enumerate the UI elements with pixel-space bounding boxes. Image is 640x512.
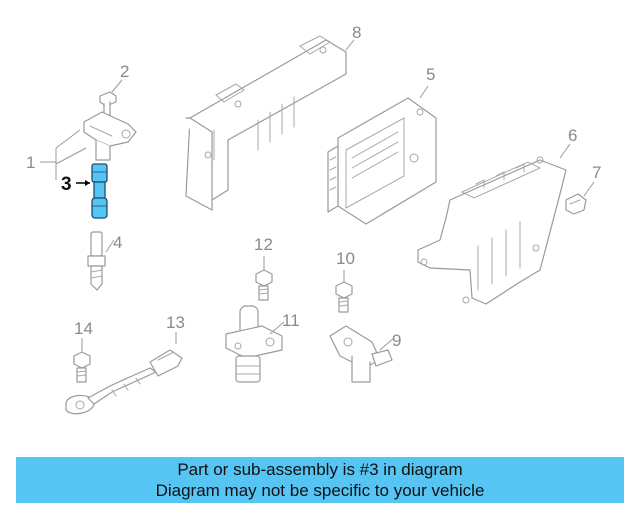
callout-13: 13	[166, 313, 185, 332]
callout-7: 7	[592, 163, 601, 182]
callout-2: 2	[120, 62, 129, 81]
part-1-ignition-coil[interactable]	[83, 111, 137, 161]
part-3-highlighted[interactable]	[91, 163, 108, 219]
callout-8: 8	[352, 23, 361, 42]
info-banner: Part or sub-assembly is #3 in diagram Di…	[16, 457, 624, 503]
callout-10: 10	[336, 249, 355, 268]
callout-1: 1	[26, 153, 35, 172]
banner-line-2: Diagram may not be specific to your vehi…	[155, 481, 485, 500]
part-10-bolt[interactable]	[335, 281, 353, 313]
part-13-knock-sensor[interactable]	[65, 349, 183, 415]
callout-14: 14	[74, 319, 93, 338]
part-6-relay-bracket[interactable]	[417, 156, 567, 305]
part-7-grommet[interactable]	[565, 193, 587, 215]
callout-12: 12	[254, 235, 273, 254]
part-4-spark-plug[interactable]	[87, 231, 106, 291]
parts-diagram: 8 2 1 3 4 5	[26, 23, 601, 415]
part-11-sensor[interactable]	[225, 305, 283, 383]
callout-9: 9	[392, 331, 401, 350]
banner-line-1: Part or sub-assembly is #3 in diagram	[177, 460, 463, 479]
part-12-bolt[interactable]	[255, 269, 273, 301]
callout-4: 4	[113, 233, 122, 252]
callout-6: 6	[568, 126, 577, 145]
part-5-ecu[interactable]	[327, 97, 437, 225]
part-9-sensor[interactable]	[329, 325, 393, 383]
part-14-bolt[interactable]	[73, 351, 91, 383]
callout-11: 11	[282, 311, 300, 330]
callout-3: 3	[61, 174, 72, 195]
part-8-ecu-bracket[interactable]	[185, 35, 347, 211]
callout-5: 5	[426, 65, 435, 84]
